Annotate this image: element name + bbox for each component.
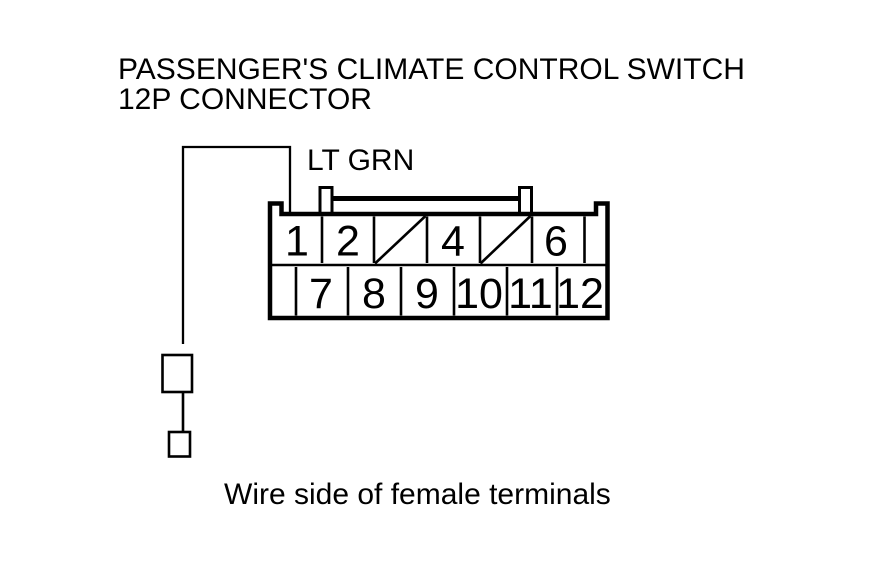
connector-tab-left [318,186,334,214]
pin-label-1: 1 [285,218,309,266]
pin-label-8: 8 [362,270,386,318]
title-block: PASSENGER'S CLIMATE CONTROL SWITCH 12P C… [118,53,745,116]
pin-label-6: 6 [544,218,568,266]
pin-label-12: 12 [556,270,604,318]
terminal-symbol-large [161,353,194,394]
pin-label-9: 9 [415,270,439,318]
diagram-caption: Wire side of female terminals [224,478,611,511]
wire-path [181,145,292,344]
terminal-symbol-small [167,430,192,458]
page-title-line1: PASSENGER'S CLIMATE CONTROL SWITCH [118,53,745,86]
connector-12p: 1 2 4 6 7 8 9 10 11 12 [267,186,610,321]
page-title-line2: 12P CONNECTOR [118,83,372,116]
connector-shell [267,201,610,321]
pin-label-10: 10 [455,270,503,318]
pin-label-7: 7 [309,270,333,318]
wire-lt-grn [161,145,292,458]
wire-color-label: LT GRN [307,144,414,177]
pin-label-11: 11 [508,270,553,318]
connector-tab-right [518,186,533,214]
not-used-slash-icon [374,215,427,265]
not-used-slash-icon [479,215,532,265]
pin-label-4: 4 [441,218,465,266]
pin-labels: 1 2 4 6 7 8 9 10 11 12 [285,218,604,319]
pin-label-2: 2 [336,218,360,266]
connector-grid [272,216,606,316]
